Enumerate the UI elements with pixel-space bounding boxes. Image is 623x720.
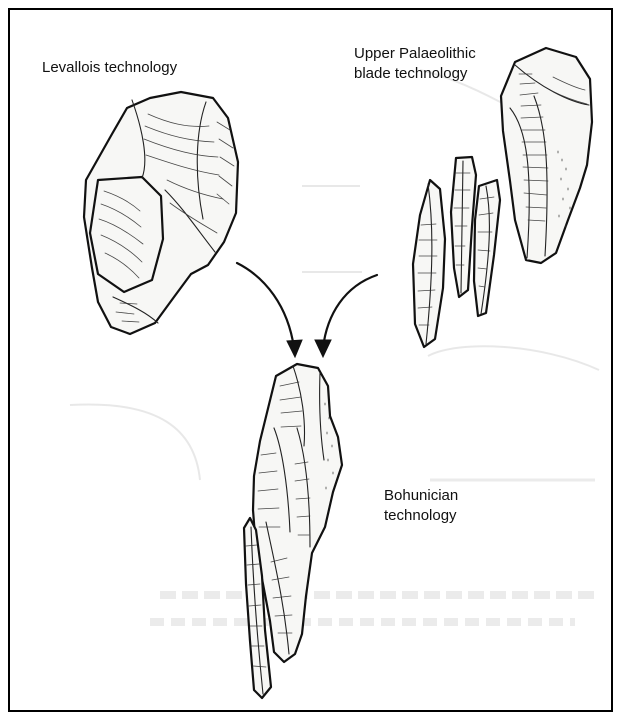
arrow-right-to-bohunician (315, 275, 377, 357)
diagram-frame: Levallois technology Upper Palaeolithic … (8, 8, 613, 712)
bohunician-core-illustration (244, 364, 342, 698)
arrow-left-to-bohunician (237, 263, 302, 357)
upper-palaeolithic-blade-illustration (413, 48, 592, 347)
technology-illustration (10, 10, 613, 712)
levallois-core-illustration (84, 92, 238, 334)
